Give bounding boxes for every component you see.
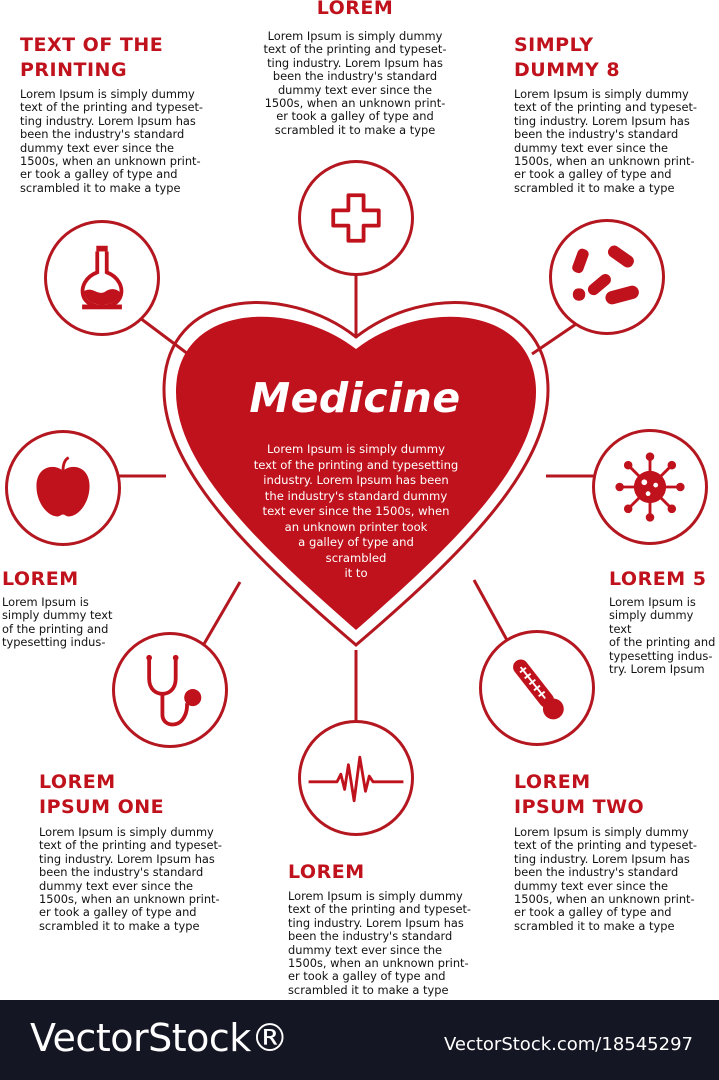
stethoscope-icon xyxy=(146,654,202,727)
node-pills xyxy=(549,219,665,335)
text-bottom-right: Lorem Ipsum is simply dummy text of the … xyxy=(514,825,698,933)
heart-icon xyxy=(162,301,550,647)
node-heartbeat xyxy=(298,720,414,836)
text-mid-right: Lorem Ipsum is simply dummy text of the … xyxy=(609,595,716,677)
title-top-right: SIMPLY DUMMY 8 xyxy=(514,34,621,81)
title-mid-left: LOREM xyxy=(2,568,79,590)
text-bottom-center: Lorem Ipsum is simply dummy text of the … xyxy=(288,889,472,997)
thermometer-icon xyxy=(513,659,564,720)
infographic: Medicine Lorem Ipsum is simply dummy tex… xyxy=(2,0,716,997)
heartbeat-icon xyxy=(308,755,404,803)
connector-lines xyxy=(116,272,598,722)
medical-cross-icon xyxy=(331,193,381,243)
text-mid-left: Lorem Ipsum is simply dummy text of the … xyxy=(2,595,113,650)
footer-bar: VectorStock® VectorStock.com/18545297 xyxy=(0,1000,719,1080)
node-apple xyxy=(5,430,121,546)
node-virus xyxy=(592,429,708,545)
title-top-center: LOREM xyxy=(316,0,394,19)
brand-logo: VectorStock® xyxy=(30,1016,289,1060)
text-bottom-left: Lorem Ipsum is simply dummy text of the … xyxy=(39,825,223,933)
image-id: VectorStock.com/18545297 xyxy=(443,1034,693,1055)
heart-title: Medicine xyxy=(249,374,461,422)
virus-icon xyxy=(615,452,685,522)
title-mid-right: LOREM 5 xyxy=(609,568,707,590)
title-top-left: TEXT OF THE PRINTING xyxy=(20,34,164,81)
title-bottom-left: LOREM IPSUM ONE xyxy=(39,771,165,818)
heart-text: Lorem Ipsum is simply dummy text of the … xyxy=(253,442,459,580)
text-top-right: Lorem Ipsum is simply dummy text of the … xyxy=(514,87,698,195)
flask-icon xyxy=(80,245,124,310)
apple-icon xyxy=(36,456,90,517)
pills-icon xyxy=(572,245,639,305)
text-top-left: Lorem Ipsum is simply dummy text of the … xyxy=(20,87,204,195)
node-flask xyxy=(44,220,160,336)
title-bottom-right: LOREM IPSUM TWO xyxy=(514,771,645,818)
node-medical-cross xyxy=(298,160,414,276)
title-bottom-center: LOREM xyxy=(288,861,365,883)
node-stethoscope xyxy=(112,632,228,748)
text-top-center: Lorem Ipsum is simply dummy text of the … xyxy=(263,29,447,137)
node-thermometer xyxy=(479,630,595,746)
